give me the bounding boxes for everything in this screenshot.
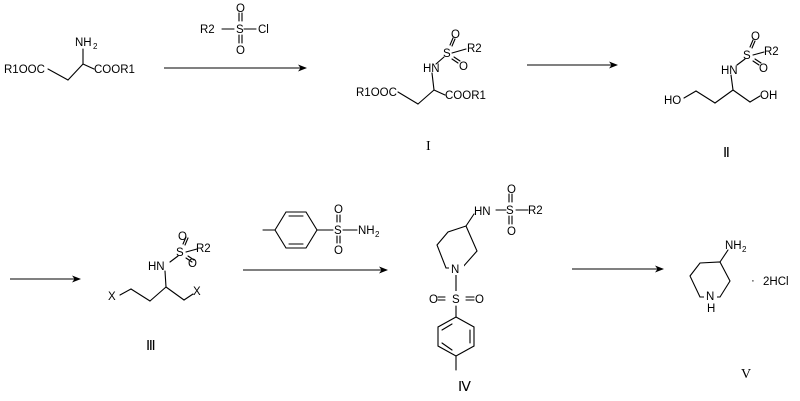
compound-IV-label: Ⅳ bbox=[458, 380, 471, 395]
starting-material: NH 2 R1OOC COOR1 bbox=[4, 37, 135, 81]
compound-I-r2: R2 bbox=[467, 43, 482, 55]
sulfur-label: S bbox=[236, 24, 244, 36]
compound-V: NH 2 N H · 2HCl bbox=[689, 240, 789, 315]
compound-IV-hn: HN bbox=[474, 206, 491, 218]
oxygen-top-label: O bbox=[236, 3, 245, 15]
compound-III-left-x: X bbox=[108, 291, 116, 303]
oxygen-bottom-label: O bbox=[236, 45, 245, 57]
compound-IV-r2: R2 bbox=[528, 205, 543, 217]
compound-I-hn: HN bbox=[423, 63, 440, 75]
r2-label: R2 bbox=[200, 24, 215, 36]
compound-I-label: I bbox=[426, 139, 431, 154]
compound-V-label: V bbox=[741, 367, 751, 382]
reagent-sulfonyl-chloride: R2 S Cl O O bbox=[200, 3, 269, 57]
compound-II-right-hydroxyl: OH bbox=[760, 90, 777, 102]
compound-I-sulfur: S bbox=[443, 48, 451, 60]
amine-subscript: 2 bbox=[93, 42, 98, 51]
compound-III-oxygen-bottom: O bbox=[188, 258, 197, 270]
compound-I: HN S R2 O O R1OOC COOR1 bbox=[356, 29, 486, 105]
compound-V-salt-dot: · bbox=[751, 275, 755, 287]
compound-II-left-hydroxyl: HO bbox=[664, 95, 681, 107]
compound-III-sulfur: S bbox=[176, 247, 184, 259]
compound-V-ring-nitrogen: N bbox=[706, 291, 714, 303]
compound-V-ring-hydrogen: H bbox=[707, 303, 715, 315]
compound-II: HN S R2 O O HO OH bbox=[664, 31, 779, 107]
compound-IV-sulfonyl-sulfur: S bbox=[452, 294, 460, 306]
tosylamide-oxygen-bottom: O bbox=[334, 245, 343, 257]
tosylamide-oxygen-top: O bbox=[334, 204, 343, 216]
compound-V-amine-subscript: 2 bbox=[742, 245, 747, 254]
compound-II-hn: HN bbox=[721, 65, 738, 77]
left-ester-label: R1OOC bbox=[4, 64, 45, 76]
tosylamide-sulfur: S bbox=[334, 225, 342, 237]
compound-I-left-ester: R1OOC bbox=[356, 87, 397, 99]
amine-label: NH bbox=[75, 37, 92, 49]
right-ester-label: COOR1 bbox=[94, 64, 135, 76]
compound-IV-sulfur: S bbox=[506, 205, 514, 217]
chlorine-label: Cl bbox=[258, 24, 269, 36]
compound-IV: HN S R2 O O N S O O bbox=[429, 184, 543, 371]
compound-I-oxygen-top: O bbox=[451, 29, 460, 41]
compound-II-oxygen-bottom: O bbox=[759, 63, 768, 75]
compound-II-label: Ⅱ bbox=[723, 146, 730, 161]
reagent-tosylamide: S O O NH 2 bbox=[262, 204, 380, 257]
compound-III-oxygen-top: O bbox=[178, 231, 187, 243]
compound-IV-oxygen-top: O bbox=[507, 184, 516, 196]
compound-I-right-ester: COOR1 bbox=[445, 90, 486, 102]
compound-II-sulfur: S bbox=[743, 50, 751, 62]
compound-III-hn: HN bbox=[148, 261, 165, 273]
tosylamide-amine: NH bbox=[358, 225, 375, 237]
tosylamide-amine-subscript: 2 bbox=[375, 230, 380, 239]
compound-III-right-x: X bbox=[193, 286, 201, 298]
compound-V-salt: 2HCl bbox=[763, 276, 789, 288]
compound-IV-oxygen-bottom: O bbox=[507, 226, 516, 238]
compound-II-oxygen-top: O bbox=[751, 31, 760, 43]
compound-IV-oxygen-right: O bbox=[475, 294, 484, 306]
compound-III-r2: R2 bbox=[196, 243, 211, 255]
compound-III: HN S R2 O O X X bbox=[108, 231, 211, 303]
compound-V-amine: NH bbox=[725, 240, 742, 252]
compound-IV-ring-nitrogen: N bbox=[451, 264, 459, 276]
compound-I-oxygen-bottom: O bbox=[459, 61, 468, 73]
compound-II-r2: R2 bbox=[764, 46, 779, 58]
compound-III-label: Ⅲ bbox=[146, 339, 156, 354]
compound-IV-oxygen-left: O bbox=[429, 294, 438, 306]
